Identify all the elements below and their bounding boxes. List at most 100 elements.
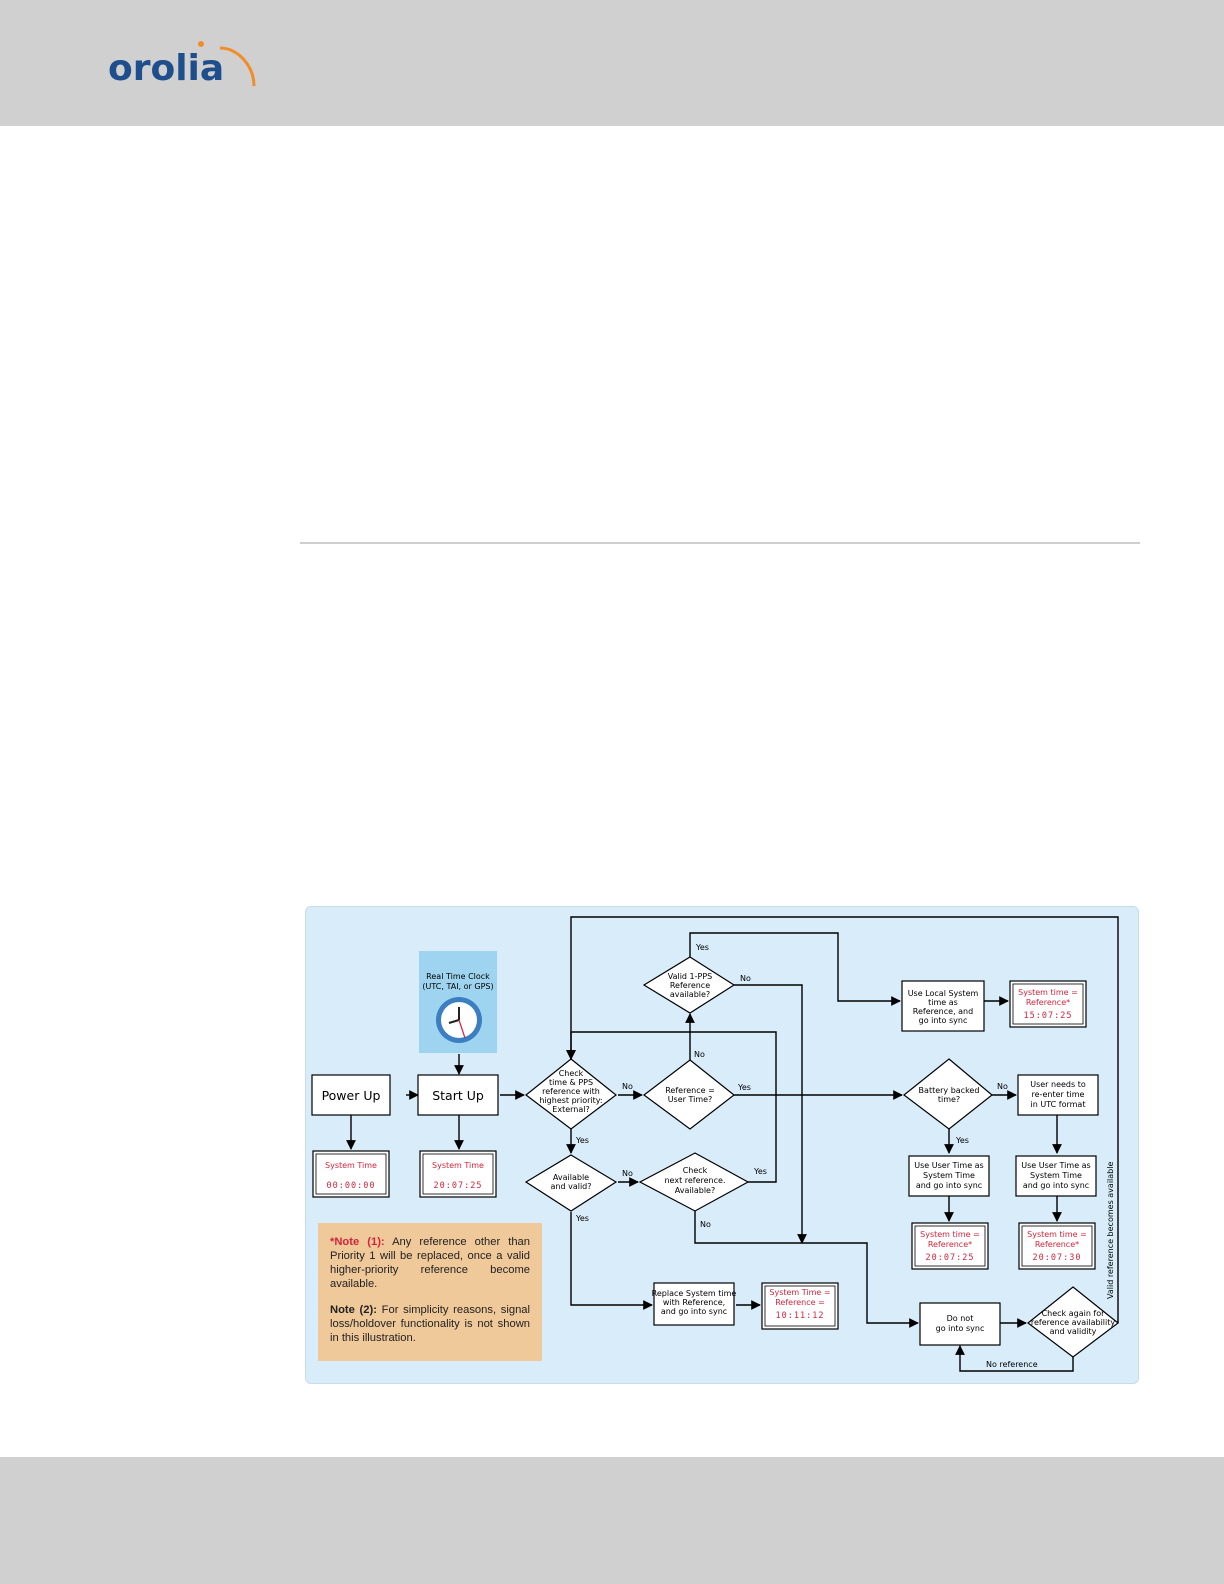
node-replace-system-time: Replace System time with Reference, and … xyxy=(652,1282,737,1326)
svg-text:Reference*: Reference* xyxy=(928,1240,972,1249)
orolia-logo: orolia xyxy=(108,41,256,89)
svg-text:Reference*: Reference* xyxy=(1026,998,1070,1007)
svg-text:User Time?: User Time? xyxy=(668,1095,713,1104)
edge-label-yes-2: Yes xyxy=(575,1214,589,1223)
svg-text:go into sync: go into sync xyxy=(919,1016,968,1025)
edge-label-no-reference: No reference xyxy=(986,1360,1038,1369)
edge-label-yes-1: Yes xyxy=(575,1136,589,1145)
svg-text:available?: available? xyxy=(670,990,710,999)
svg-text:Reference =: Reference = xyxy=(665,1086,715,1095)
logo-text: orolia xyxy=(108,48,224,89)
svg-text:and validity: and validity xyxy=(1050,1327,1097,1336)
svg-text:Do not: Do not xyxy=(947,1314,974,1323)
svg-text:Reference*: Reference* xyxy=(1035,1240,1079,1249)
svg-text:Battery backed: Battery backed xyxy=(919,1086,980,1095)
note-1: *Note (1): Any reference other than Prio… xyxy=(330,1235,530,1291)
node-use-user-time-b: Use User Time as System Time and go into… xyxy=(1015,1155,1097,1197)
svg-text:System time =: System time = xyxy=(1018,988,1078,997)
svg-text:20:07:25: 20:07:25 xyxy=(926,1253,975,1263)
svg-text:(UTC, TAI, or GPS): (UTC, TAI, or GPS) xyxy=(422,982,493,991)
svg-text:Use Local System: Use Local System xyxy=(908,989,979,998)
connector-lines xyxy=(346,916,1119,1372)
edge-label-no-5: No xyxy=(700,1220,711,1229)
svg-text:and go into sync: and go into sync xyxy=(916,1181,982,1190)
svg-text:User needs to: User needs to xyxy=(1030,1080,1086,1089)
page-header: orolia xyxy=(0,0,1224,126)
svg-text:next reference.: next reference. xyxy=(664,1176,725,1185)
svg-text:Replace System time: Replace System time xyxy=(652,1289,737,1298)
svg-text:System Time: System Time xyxy=(325,1161,377,1170)
note-1-text: Any reference other than Priority 1 will… xyxy=(330,1236,530,1290)
decision-battery-backed: Battery backed time? xyxy=(903,1058,993,1130)
svg-text:with Reference,: with Reference, xyxy=(663,1298,725,1307)
node-use-local-system-time: Use Local System time as Reference, and … xyxy=(901,980,985,1032)
svg-text:System Time =: System Time = xyxy=(769,1288,830,1297)
edge-label-yes-3: Yes xyxy=(695,943,709,952)
edge-label-valid-reference: Valid reference becomes available xyxy=(1106,1162,1115,1299)
note-2: Note (2): For simplicity reasons, signal… xyxy=(330,1303,530,1345)
node-use-user-time-a: Use User Time as System Time and go into… xyxy=(908,1155,990,1197)
flowchart-canvas: No Yes No Yes No Yes No Yes Yes No No Ye… xyxy=(311,916,1119,1372)
svg-text:Available: Available xyxy=(553,1173,589,1182)
node-result-user-a: System time = Reference* 20:07:25 xyxy=(911,1222,989,1270)
node-do-not-sync: Do not go into sync xyxy=(919,1302,1001,1346)
node-reenter-time: User needs to re-enter time in UTC forma… xyxy=(1017,1074,1099,1116)
svg-text:Available?: Available? xyxy=(675,1186,715,1195)
decision-available-valid: Available and valid? xyxy=(524,1154,618,1212)
svg-text:re-enter time: re-enter time xyxy=(1032,1090,1085,1099)
node-system-time-initial: System Time 00:00:00 xyxy=(312,1150,390,1198)
svg-text:Reference: Reference xyxy=(670,981,710,990)
svg-text:Reference, and: Reference, and xyxy=(913,1007,973,1016)
decision-check-priority: Check time & PPS reference with highest … xyxy=(525,1058,617,1130)
svg-text:Check: Check xyxy=(559,1069,584,1078)
node-system-time-rtc: System Time 20:07:25 xyxy=(419,1150,497,1198)
decision-reference-user-time: Reference = User Time? xyxy=(642,1059,735,1130)
svg-text:10:11:12: 10:11:12 xyxy=(776,1311,825,1321)
note-2-text: For simplicity reasons, signal loss/hold… xyxy=(330,1304,530,1344)
edge-label-yes-4: Yes xyxy=(737,1083,751,1092)
svg-text:00:00:00: 00:00:00 xyxy=(327,1181,376,1191)
svg-text:go into sync: go into sync xyxy=(936,1324,985,1333)
svg-text:Check: Check xyxy=(683,1166,708,1175)
svg-text:time & PPS: time & PPS xyxy=(549,1078,593,1087)
svg-text:System time =: System time = xyxy=(1027,1230,1087,1239)
svg-text:Reference =: Reference = xyxy=(775,1298,825,1307)
svg-text:time?: time? xyxy=(938,1095,960,1104)
svg-text:System time =: System time = xyxy=(920,1230,980,1239)
node-result-local: System time = Reference* 15:07:25 xyxy=(1009,980,1087,1028)
edge-label-no-3: No xyxy=(694,1050,705,1059)
svg-text:Power Up: Power Up xyxy=(322,1088,381,1103)
svg-text:reference availability: reference availability xyxy=(1031,1318,1116,1327)
svg-text:Start Up: Start Up xyxy=(432,1088,484,1103)
svg-text:time as: time as xyxy=(928,998,958,1007)
svg-text:15:07:25: 15:07:25 xyxy=(1024,1011,1073,1021)
svg-text:and valid?: and valid? xyxy=(551,1182,592,1191)
svg-text:Valid 1-PPS: Valid 1-PPS xyxy=(668,972,713,981)
node-result-replace: System Time = Reference = 10:11:12 xyxy=(761,1282,839,1330)
section-divider xyxy=(300,542,1140,544)
edge-labels: No Yes No Yes No Yes No Yes Yes No No Ye… xyxy=(575,943,1115,1369)
node-real-time-clock: Real Time Clock (UTC, TAI, or GPS) xyxy=(419,951,497,1053)
flowchart-notes: *Note (1): Any reference other than Prio… xyxy=(318,1223,542,1361)
svg-text:in UTC format: in UTC format xyxy=(1031,1100,1086,1109)
svg-text:System Time: System Time xyxy=(432,1161,484,1170)
svg-text:and go into sync: and go into sync xyxy=(1023,1181,1089,1190)
svg-text:Check again for: Check again for xyxy=(1042,1309,1106,1318)
svg-text:System Time: System Time xyxy=(923,1171,975,1180)
svg-text:20:07:25: 20:07:25 xyxy=(434,1181,483,1191)
decision-check-next-reference: Check next reference. Available? xyxy=(638,1152,750,1212)
svg-text:External?: External? xyxy=(552,1105,589,1114)
decision-check-again: Check again for reference availability a… xyxy=(1027,1286,1119,1358)
clock-icon xyxy=(436,997,482,1043)
svg-text:Use User Time as: Use User Time as xyxy=(914,1161,983,1170)
svg-text:Real Time Clock: Real Time Clock xyxy=(426,972,490,981)
svg-text:20:07:30: 20:07:30 xyxy=(1033,1253,1082,1263)
edge-label-no-6: No xyxy=(997,1082,1008,1091)
node-start-up: Start Up xyxy=(417,1074,499,1116)
svg-text:reference with: reference with xyxy=(542,1087,600,1096)
svg-text:and go into sync: and go into sync xyxy=(661,1307,727,1316)
svg-text:highest priority:: highest priority: xyxy=(539,1096,602,1105)
edge-label-no-4: No xyxy=(740,974,751,983)
edge-label-no-2: No xyxy=(622,1169,633,1178)
node-result-user-b: System time = Reference* 20:07:30 xyxy=(1018,1222,1096,1270)
